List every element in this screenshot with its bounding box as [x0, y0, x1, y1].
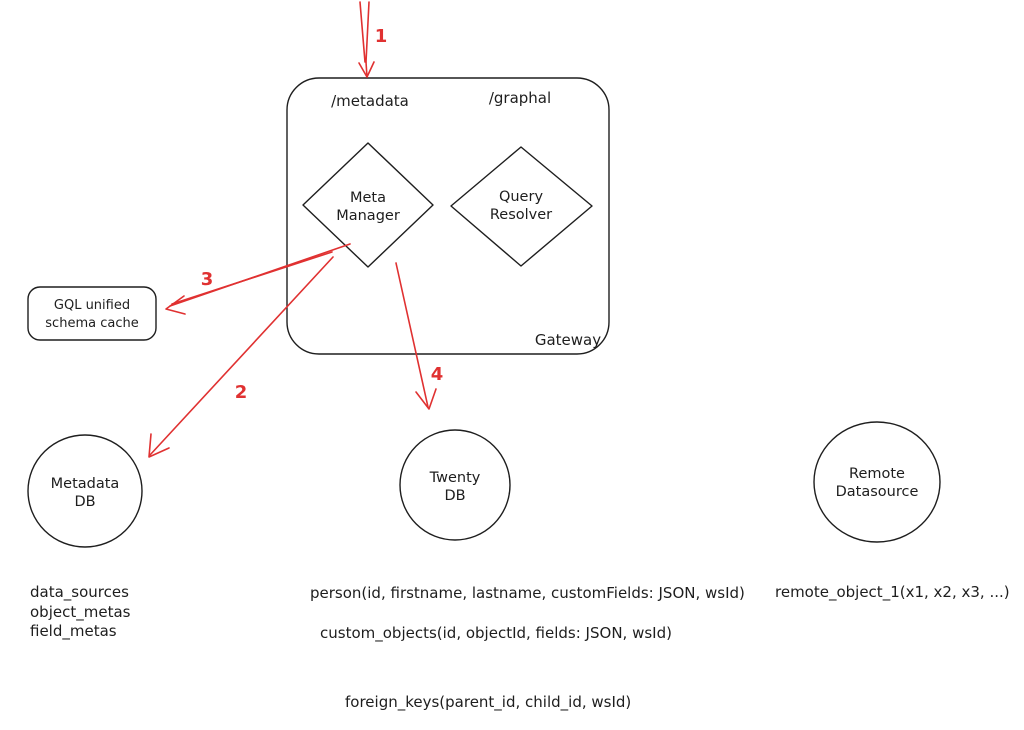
schema-cache-label-line1: GQL unified — [54, 298, 130, 313]
twenty-db-label-line1: Twenty — [429, 470, 481, 486]
twenty-db-label-line2: DB — [444, 488, 465, 504]
metadata-db-table-data-sources: data_sources — [30, 583, 129, 602]
query-resolver-label-line2: Resolver — [490, 207, 552, 223]
arrow-2 — [148, 256, 334, 458]
schema-cache-box — [27, 286, 157, 341]
meta-manager-label-line1: Meta — [350, 190, 386, 206]
foreign-keys-table-signature: foreign_keys(parent_id, child_id, wsId) — [345, 693, 631, 712]
route-metadata-label: /metadata — [331, 92, 409, 110]
remote-datasource-label-line1: Remote — [849, 466, 905, 482]
metadata-db-table-object-metas: object_metas — [30, 603, 131, 622]
gateway-box — [286, 77, 610, 355]
metadata-db-label-line2: DB — [74, 494, 95, 510]
remote-datasource-circle — [813, 421, 941, 543]
route-graphql-label: /graphal — [489, 89, 551, 107]
custom-objects-table-signature: custom_objects(id, objectId, fields: JSO… — [320, 624, 672, 643]
meta-manager-label-line2: Manager — [336, 208, 400, 224]
arrow-2-label: 2 — [235, 382, 248, 403]
arrow-3 — [165, 243, 351, 315]
arrow-1 — [358, 1, 375, 78]
meta-manager-diamond — [302, 142, 434, 268]
metadata-db-circle — [27, 434, 143, 548]
person-table-signature: person(id, firstname, lastname, customFi… — [310, 584, 745, 602]
remote-datasource-label-line2: Datasource — [836, 484, 919, 500]
arrow-3-label: 3 — [201, 269, 214, 290]
arrow-4-label: 4 — [431, 364, 444, 385]
metadata-db-table-field-metas: field_metas — [30, 622, 117, 641]
arrow-1-label: 1 — [375, 26, 388, 47]
remote-object-signature: remote_object_1(x1, x2, x3, ...) — [775, 583, 1010, 602]
query-resolver-label-line1: Query — [499, 189, 543, 205]
arrow-4 — [395, 262, 437, 410]
twenty-db-circle — [399, 429, 511, 541]
metadata-db-label-line1: Metadata — [51, 476, 120, 492]
gateway-label: Gateway — [535, 331, 601, 349]
schema-cache-label-line2: schema cache — [45, 316, 138, 331]
query-resolver-diamond — [450, 146, 593, 267]
